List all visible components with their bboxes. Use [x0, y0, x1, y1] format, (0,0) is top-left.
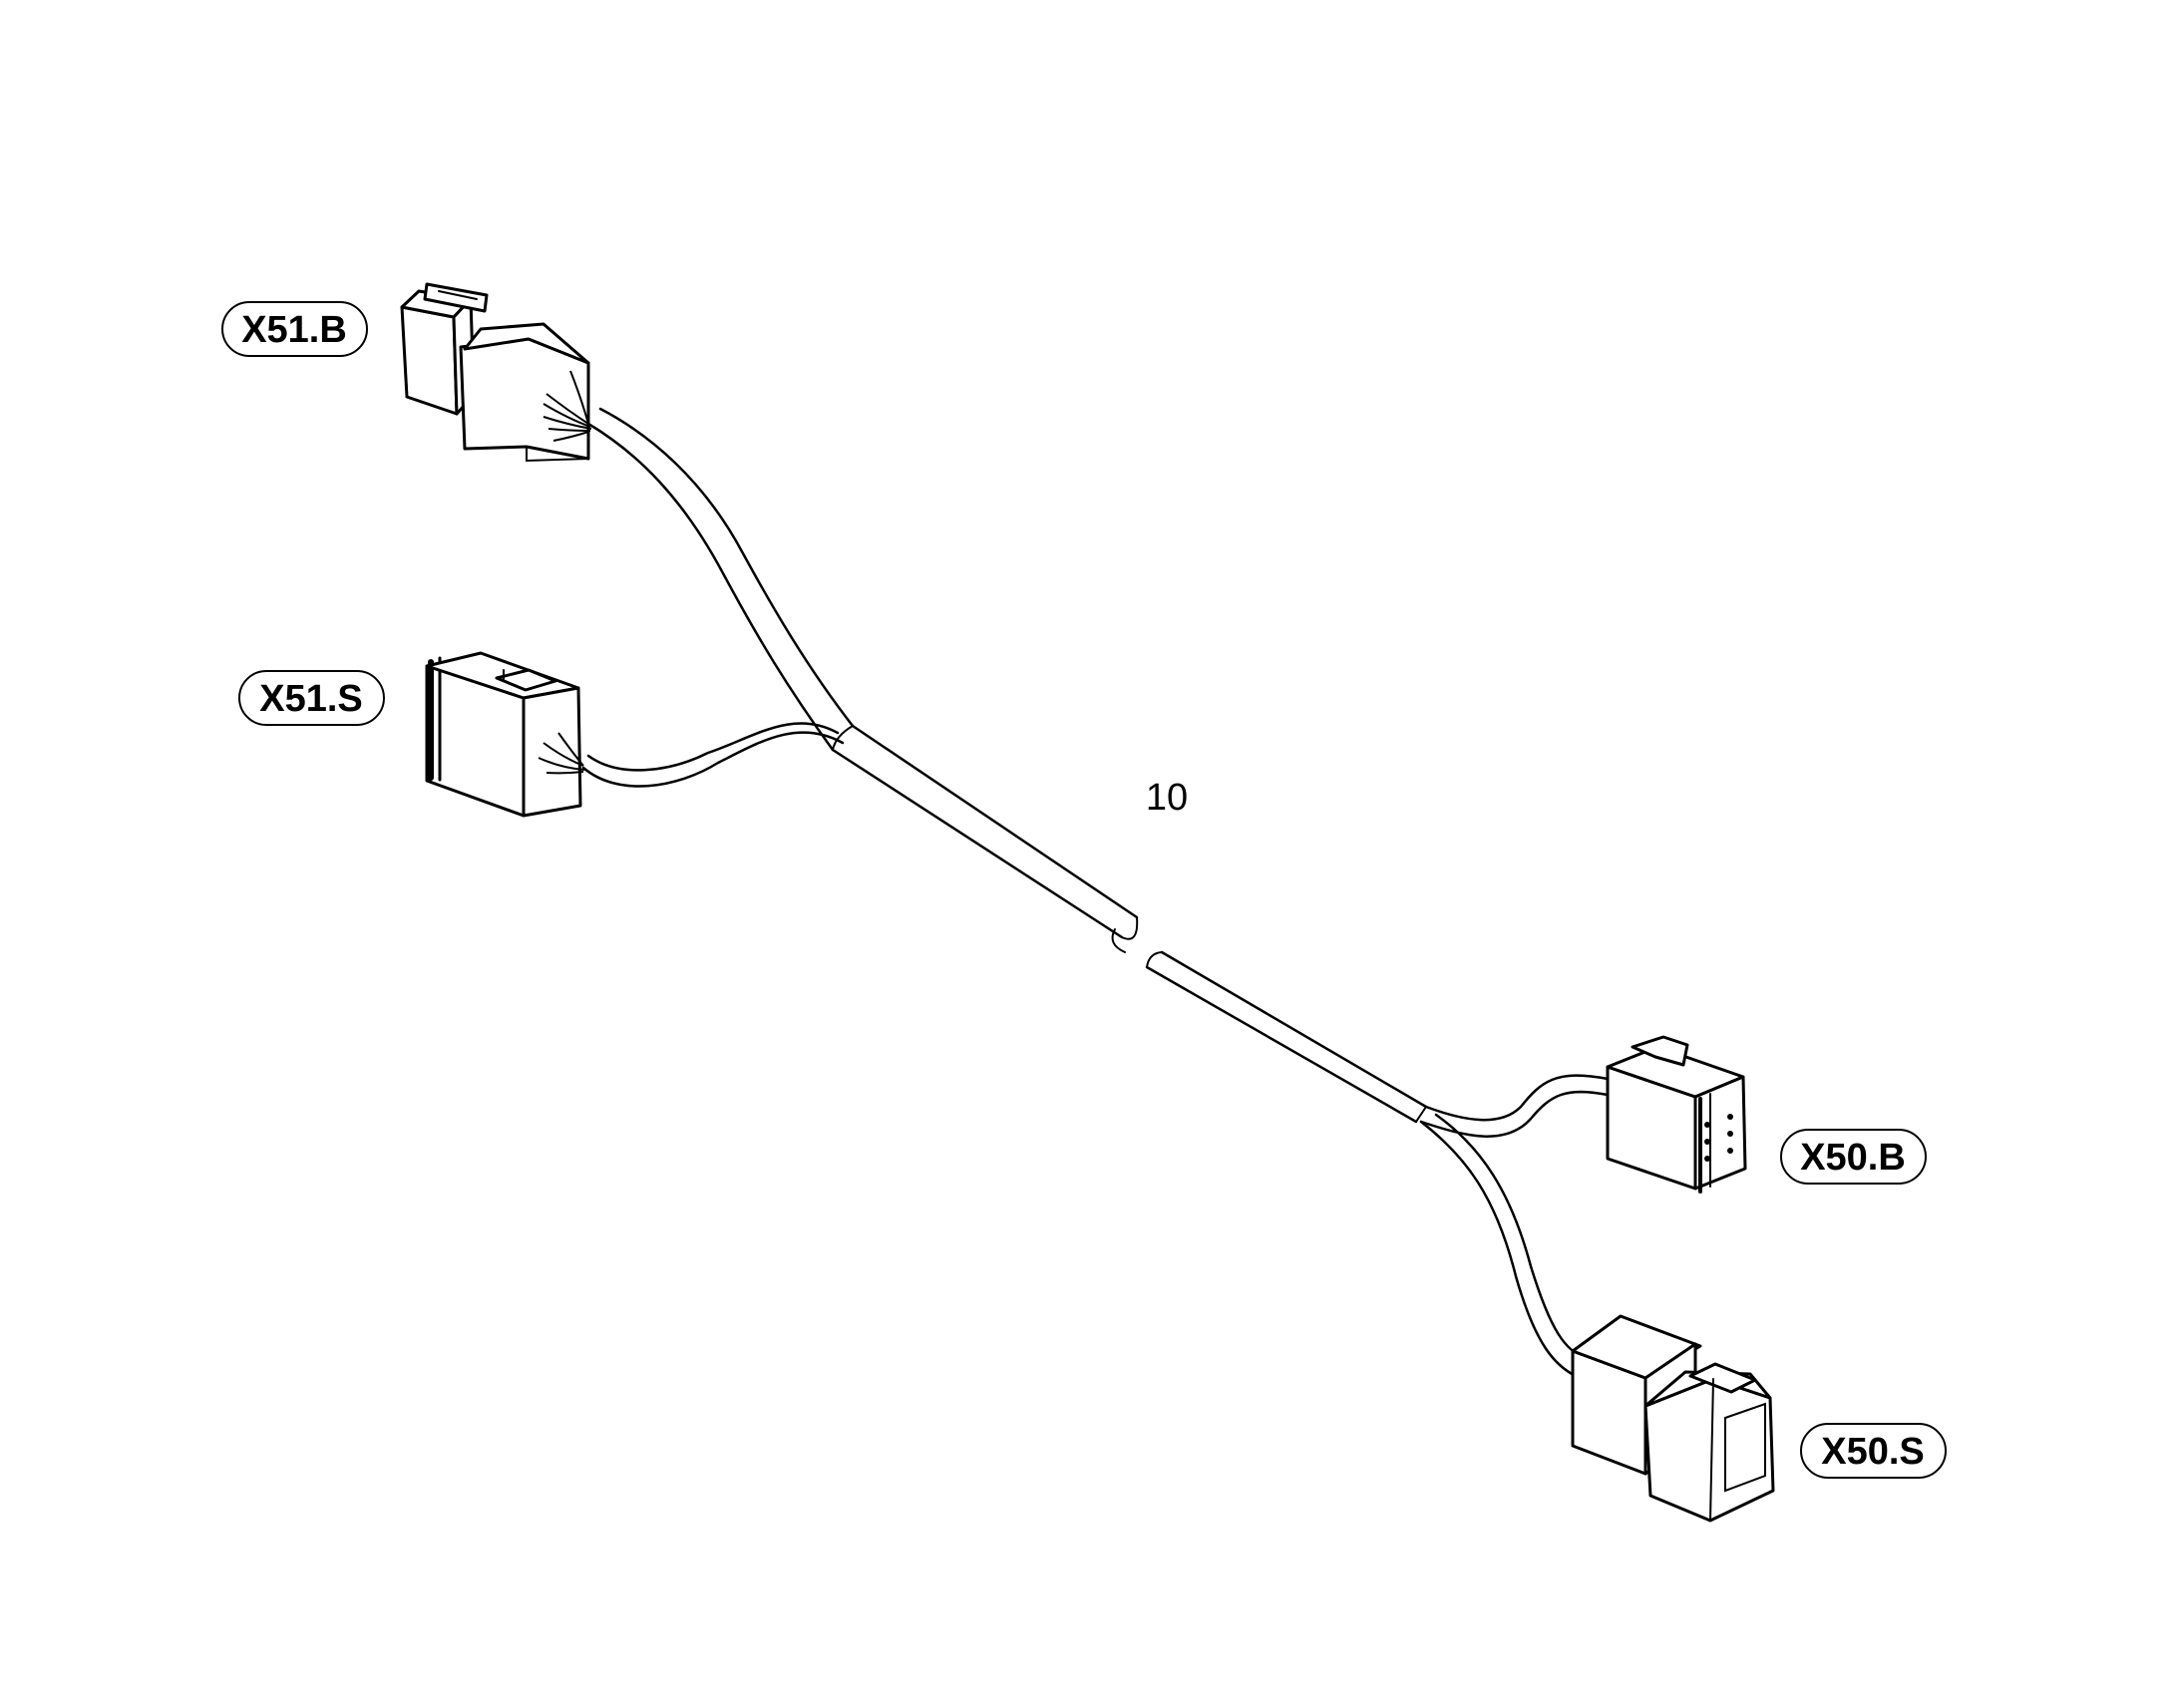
label-x51b-text: X51.B [241, 309, 347, 351]
label-x51b: X51.B [221, 301, 368, 357]
connector-x51b [400, 282, 592, 463]
item-number: 10 [1146, 777, 1188, 819]
connector-x50b [1606, 1035, 1747, 1194]
label-x51s: X51.S [238, 670, 385, 726]
label-x50b-text: X50.B [1800, 1137, 1906, 1179]
connector-x50s [1571, 1314, 1775, 1523]
harness-cable [581, 407, 1610, 1378]
connector-x51s [425, 651, 585, 818]
label-x51s-text: X51.S [259, 678, 363, 720]
label-x50s: X50.S [1800, 1423, 1947, 1479]
label-x50s-text: X50.S [1821, 1431, 1925, 1473]
label-x50b: X50.B [1780, 1129, 1927, 1185]
